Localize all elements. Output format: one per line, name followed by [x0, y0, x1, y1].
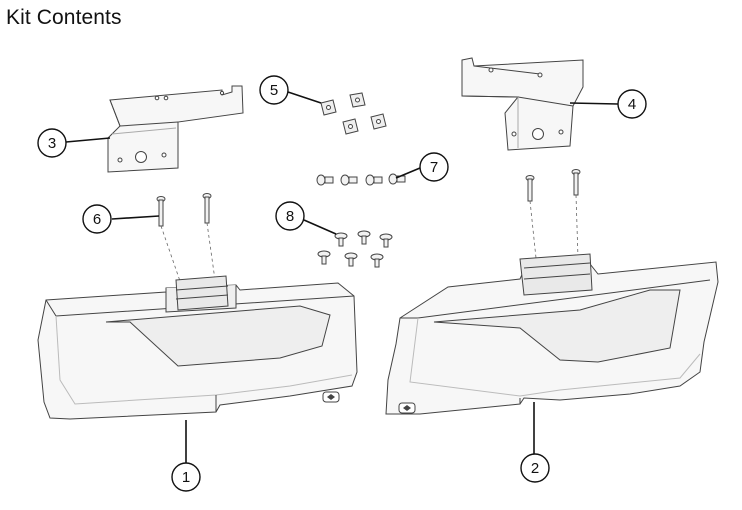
svg-text:1: 1: [182, 469, 190, 486]
page-title: Kit Contents: [6, 6, 122, 29]
callout-7: 7: [419, 152, 449, 182]
leader-lines: [65, 91, 619, 463]
callout-2: 2: [520, 453, 550, 483]
svg-text:4: 4: [628, 96, 636, 113]
svg-text:2: 2: [531, 460, 539, 477]
flat-bolts-part: [317, 230, 393, 268]
right-bolt-guide-lines: [529, 194, 579, 259]
left-bolt-guide-lines: [160, 222, 216, 285]
callout-5: 5: [259, 75, 289, 105]
right-step-bolts: [525, 169, 581, 202]
callout-3: 3: [37, 128, 67, 158]
clip-nuts-part: [320, 92, 387, 135]
left-step-part: [37, 275, 358, 420]
callout-4: 4: [617, 89, 647, 119]
svg-text:5: 5: [270, 82, 278, 99]
screws-part: [316, 173, 406, 186]
callout-1: 1: [171, 462, 201, 492]
callout-8: 8: [275, 201, 305, 231]
svg-text:3: 3: [48, 135, 56, 152]
svg-text:6: 6: [93, 211, 101, 228]
right-bracket-part: [461, 57, 584, 151]
long-bolts-part: [156, 193, 212, 227]
callout-6: 6: [82, 204, 112, 234]
svg-text:8: 8: [286, 208, 294, 225]
right-step-part: [385, 253, 719, 415]
left-bracket-part: [107, 85, 244, 173]
svg-text:7: 7: [430, 159, 438, 176]
